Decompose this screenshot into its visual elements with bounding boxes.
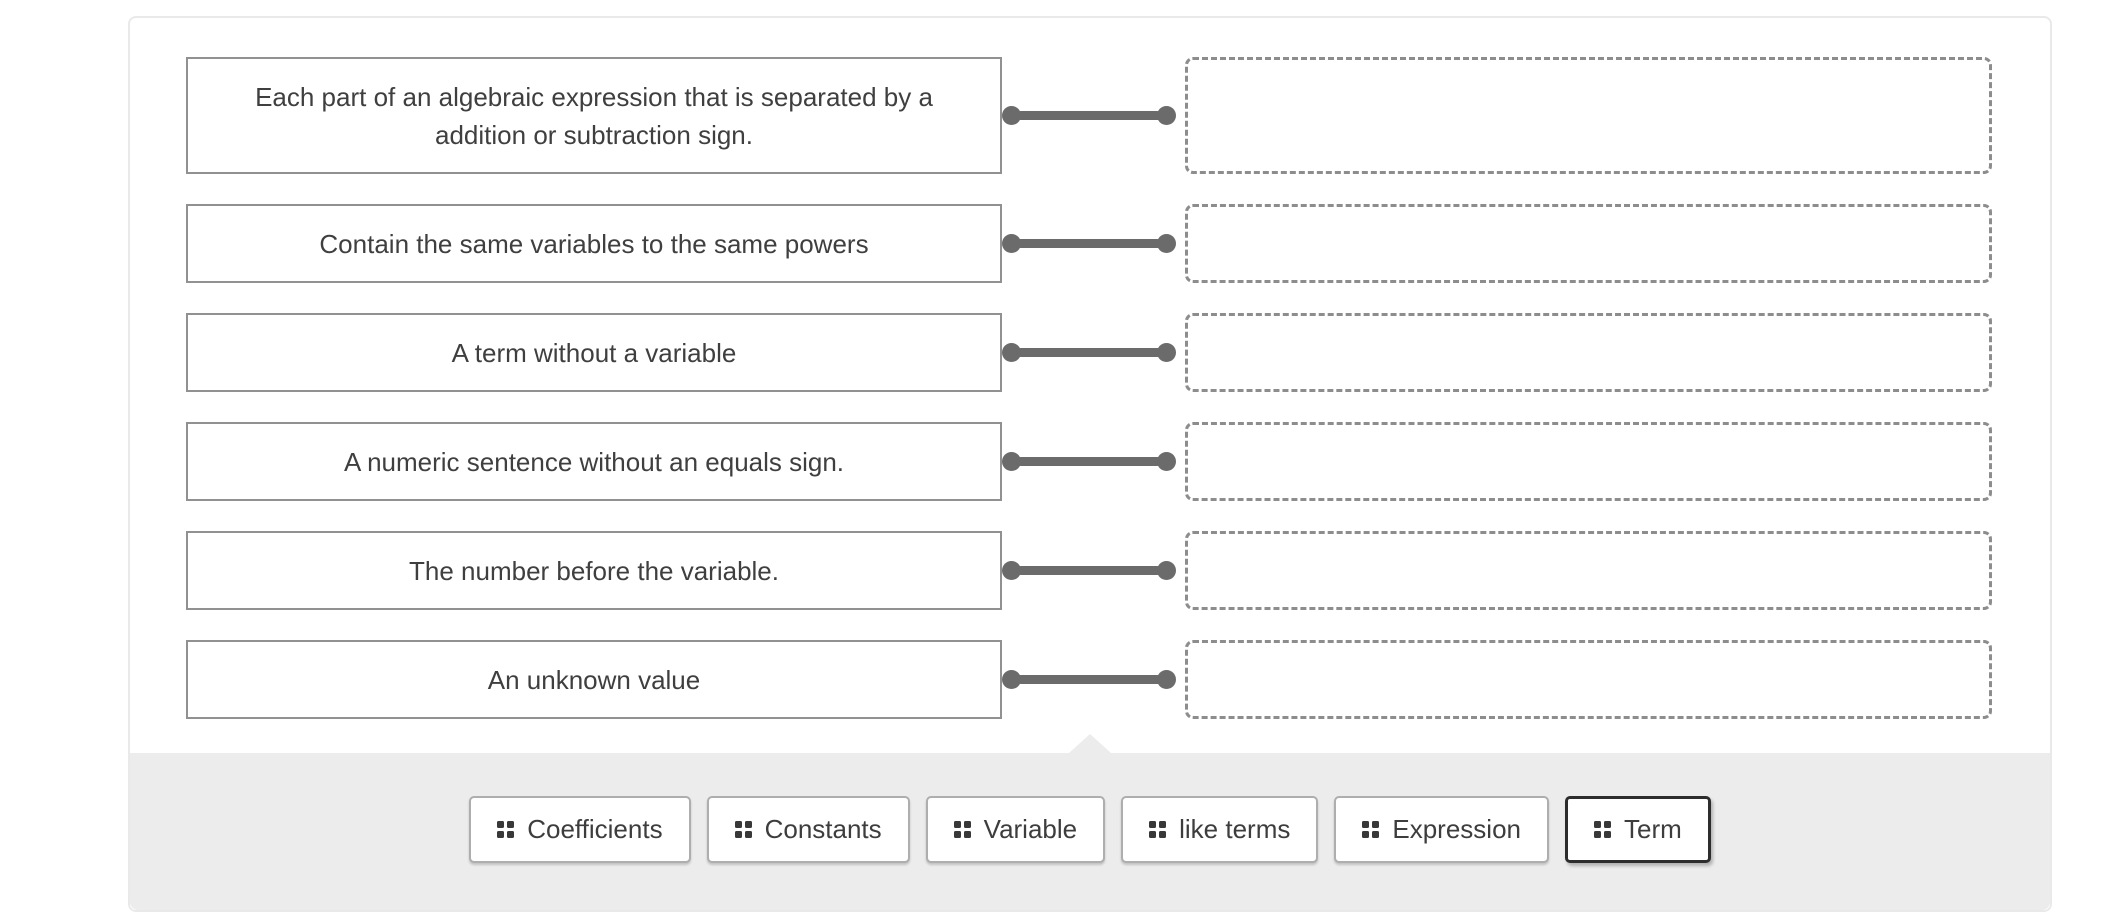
match-row: An unknown value [186,640,2050,719]
chip-expression[interactable]: Expression [1334,796,1549,863]
match-row: Each part of an algebraic expression tha… [186,57,2050,174]
connector-bar [1016,239,1162,248]
drag-handle-icon [1362,821,1380,838]
chip-label: Term [1624,814,1682,844]
connector-dot-icon [1157,234,1176,253]
chip-label: Variable [983,814,1078,844]
tray-notch [1069,734,1111,753]
connector-dot-icon [1157,561,1176,580]
chip-label: Expression [1392,814,1521,844]
connector-dot-icon [1002,234,1021,253]
drop-zone[interactable] [1185,531,1992,610]
prompt-text: The number before the variable. [409,555,779,586]
connector-bar [1016,348,1162,357]
connector-dot-icon [1157,452,1176,471]
chip-variable[interactable]: Variable [925,796,1106,863]
connector-bar [1016,111,1162,120]
connector-line [1002,422,1185,501]
drop-zone[interactable] [1185,57,1992,174]
chip-like-terms[interactable]: like terms [1121,796,1319,863]
connector-bar [1016,457,1162,466]
connector-bar [1016,566,1162,575]
connector-dot-icon [1002,670,1021,689]
connector-line [1002,57,1185,174]
connector-dot-icon [1002,343,1021,362]
chip-label: like terms [1179,814,1291,844]
chip-term[interactable]: Term [1565,796,1711,863]
connector-line [1002,531,1185,610]
prompt-text: Contain the same variables to the same p… [319,228,869,259]
prompt-box: Contain the same variables to the same p… [186,204,1002,283]
drag-handle-icon [1594,821,1611,838]
connector-bar [1016,675,1162,684]
prompt-text: A numeric sentence without an equals sig… [343,446,845,477]
prompt-box: The number before the variable. [186,531,1002,610]
chip-label: Constants [764,814,882,844]
connector-line [1002,204,1185,283]
drop-zone[interactable] [1185,640,1992,719]
connector-dot-icon [1002,106,1021,125]
prompt-box: A term without a variable [186,313,1002,392]
prompt-text: Each part of an algebraic expression tha… [255,81,933,150]
drop-zone[interactable] [1185,313,1992,392]
chip-label: Coefficients [527,814,663,844]
match-row: Contain the same variables to the same p… [186,204,2050,283]
connector-dot-icon [1157,106,1176,125]
prompt-text: A term without a variable [451,337,737,368]
prompt-box: An unknown value [186,640,1002,719]
drag-handle-icon [734,821,752,838]
connector-line [1002,640,1185,719]
chip-coefficients[interactable]: Coefficients [469,796,691,863]
drag-handle-icon [1149,821,1167,838]
drag-handle-icon [953,821,971,838]
matching-activity-card: Each part of an algebraic expression tha… [128,16,2052,912]
connector-dot-icon [1002,561,1021,580]
match-board: Each part of an algebraic expression tha… [130,18,2050,753]
drag-handle-icon [497,821,515,838]
chip-constants[interactable]: Constants [706,796,910,863]
drop-zone[interactable] [1185,422,1992,501]
connector-dot-icon [1157,343,1176,362]
answer-tray: Coefficients Constants Variable like ter… [130,753,2050,910]
drop-zone[interactable] [1185,204,1992,283]
connector-dot-icon [1157,670,1176,689]
prompt-text: An unknown value [487,664,701,695]
connector-dot-icon [1002,452,1021,471]
match-row: The number before the variable. [186,531,2050,610]
prompt-box: Each part of an algebraic expression tha… [186,57,1002,174]
prompt-box: A numeric sentence without an equals sig… [186,422,1002,501]
match-row: A term without a variable [186,313,2050,392]
connector-line [1002,313,1185,392]
match-row: A numeric sentence without an equals sig… [186,422,2050,501]
